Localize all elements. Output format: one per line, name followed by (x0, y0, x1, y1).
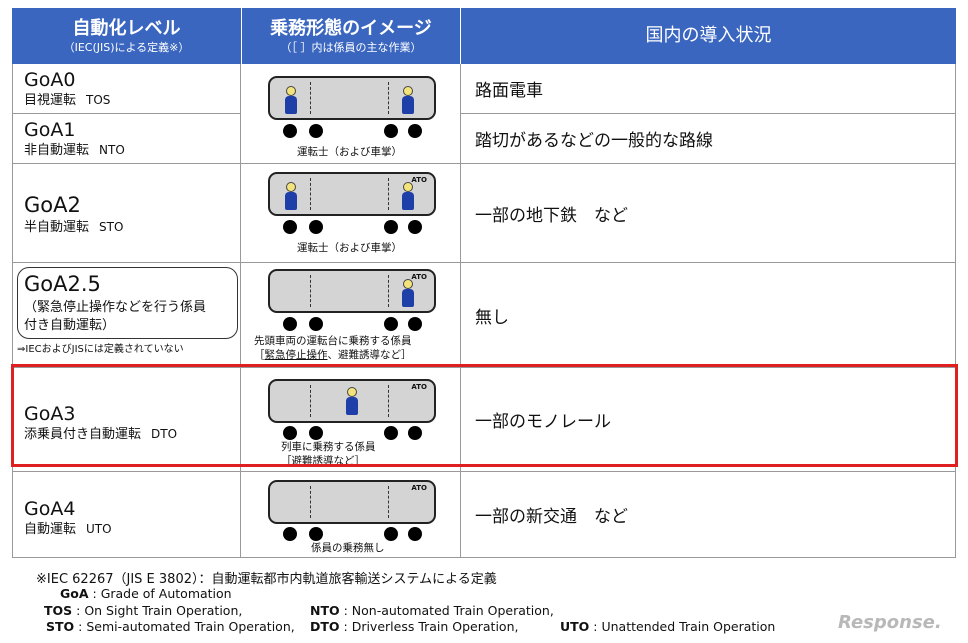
conductor-figure (398, 182, 418, 210)
wheel (283, 317, 297, 331)
wheel (309, 220, 323, 234)
footnote-tos: TOS : On Sight Train Operation, (44, 603, 243, 618)
train-illustration: ATO (268, 480, 436, 524)
footnote-nto: NTO : Non-automated Train Operation, (310, 603, 554, 618)
wheel (408, 124, 422, 138)
wheel (408, 527, 422, 541)
footnote-uto: UTO : Unattended Train Operation (560, 619, 776, 634)
attendant-figure (342, 387, 362, 415)
wheel (283, 527, 297, 541)
footnote-dto: DTO : Driverless Train Operation, (310, 619, 519, 634)
bracket-frame (17, 267, 238, 339)
wheel (408, 220, 422, 234)
wheel (384, 317, 398, 331)
wheel (384, 527, 398, 541)
image-goa2: ATO 運転士（および車掌） (241, 164, 461, 263)
status-goa1: 踏切があるなどの一般的な路線 (461, 114, 956, 164)
level-goa25: GoA2.5 （緊急停止操作などを行う係員 付き自動運転） ⇒IECおよびJIS… (12, 263, 241, 368)
goa-table: 自動化レベル （IEC(JIS)による定義※） 乗務形態のイメージ （［ ］内は… (12, 8, 956, 558)
attendant-figure (398, 279, 418, 307)
wheel (408, 426, 422, 440)
footnote-main: ※IEC 62267（JIS E 3802）：自動運転都市内軌道旅客輸送システム… (36, 572, 497, 587)
wheel (283, 220, 297, 234)
driver-figure (281, 182, 301, 210)
wheel (309, 124, 323, 138)
wheel (283, 426, 297, 440)
wheel (384, 426, 398, 440)
image-goa25: ATO 先頭車両の運転台に乗務する係員 ［緊急停止操作、避難誘導など］ (241, 263, 461, 368)
wheel (309, 527, 323, 541)
header-level: 自動化レベル （IEC(JIS)による定義※） (12, 8, 241, 64)
wheel (384, 124, 398, 138)
train-illustration (268, 76, 436, 120)
wheel (309, 317, 323, 331)
status-goa4: 一部の新交通 など (461, 472, 956, 558)
footnote-sto: STO : Semi-automated Train Operation, (46, 619, 295, 634)
wheel (384, 220, 398, 234)
train-illustration: ATO (268, 269, 436, 313)
image-goa01: 運転士（および車掌） (241, 64, 461, 164)
train-illustration: ATO (268, 172, 436, 216)
footnote-goa: GoA : Grade of Automation (60, 586, 232, 601)
driver-figure (281, 86, 301, 114)
header-image: 乗務形態のイメージ （［ ］内は係員の主な作業） (242, 8, 460, 64)
wheel (408, 317, 422, 331)
status-goa2: 一部の地下鉄 など (461, 164, 956, 263)
train-illustration: ATO (268, 379, 436, 423)
highlight-goa3 (11, 364, 958, 467)
response-logo: Response. (838, 612, 942, 633)
status-goa25: 無し (461, 263, 956, 368)
header-status: 国内の導入状況 (461, 8, 956, 64)
wheel (283, 124, 297, 138)
wheel (309, 426, 323, 440)
status-goa0: 路面電車 (461, 64, 956, 114)
conductor-figure (398, 86, 418, 114)
image-goa4: ATO 係員の乗務無し (241, 472, 461, 558)
